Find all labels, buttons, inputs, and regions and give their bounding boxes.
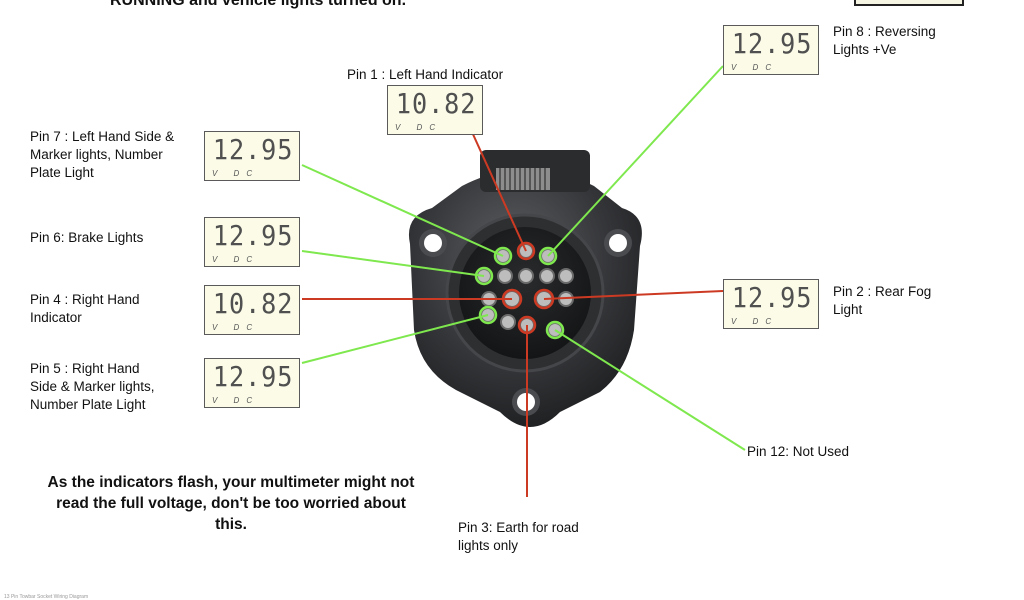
leader-pin6 — [301, 250, 485, 277]
pin2-label: Pin 2 : Rear Fog Light — [833, 284, 932, 317]
pin7-label: Pin 7 : Left Hand Side & Marker lights, … — [30, 129, 175, 180]
footer-caption: 13 Pin Towbar Socket Wiring Diagram — [4, 594, 89, 600]
contact-pin-g — [500, 314, 516, 330]
pin7-reading: 12.95 — [212, 133, 293, 166]
pin6-reading: 12.95 — [212, 219, 293, 252]
pin2-unit: V DC — [731, 317, 779, 326]
leader-pin5 — [301, 314, 489, 364]
pin4-label: Pin 4 : Right Hand Indicator — [30, 292, 140, 325]
indicator-note: As the indicators flash, your multimeter… — [47, 474, 415, 533]
pin4-unit: V DC — [212, 323, 260, 332]
pin1-meter: 10.82 V DC — [387, 85, 483, 135]
pin8-reading: 12.95 — [731, 27, 812, 60]
contact-pin-a — [497, 268, 513, 284]
ring-pin8 — [538, 246, 558, 266]
header-text: RUNNING and vehicle lights turned on. — [110, 0, 407, 9]
mount-hole-right — [604, 229, 632, 257]
pin3-label: Pin 3: Earth for road lights only — [458, 520, 579, 553]
pin8-label: Pin 8 : Reversing Lights +Ve — [833, 24, 936, 57]
leader-pin7 — [301, 164, 504, 257]
pin4-meter: 10.82 V DC — [204, 285, 300, 335]
contact-pin-c — [539, 268, 555, 284]
pin5-unit: V DC — [212, 396, 260, 405]
pin6-label: Pin 6: Brake Lights — [30, 230, 144, 245]
pin5-label: Pin 5 : Right Hand Side & Marker lights,… — [30, 361, 155, 412]
corner-box — [854, 0, 964, 6]
pin12-label: Pin 12: Not Used — [747, 444, 850, 459]
pin6-meter: 12.95 V DC — [204, 217, 300, 267]
hinge-spring — [480, 150, 590, 192]
leader-pin2 — [543, 290, 724, 300]
pin4-reading: 10.82 — [212, 287, 293, 320]
pin7-unit: V DC — [212, 169, 260, 178]
pin8-meter: 12.95 V DC — [723, 25, 819, 75]
contact-pin-d — [558, 268, 574, 284]
ring-pin12 — [545, 320, 565, 340]
pin7-meter: 12.95 V DC — [204, 131, 300, 181]
contact-pin-b — [518, 268, 534, 284]
pin1-label: Pin 1 : Left Hand Indicator — [347, 67, 504, 82]
pin6-unit: V DC — [212, 255, 260, 264]
pin2-meter: 12.95 V DC — [723, 279, 819, 329]
leader-pin8 — [547, 65, 724, 257]
ring-pin5 — [478, 305, 498, 325]
mount-hole-left — [419, 229, 447, 257]
ring-pin6 — [474, 266, 494, 286]
pin5-reading: 12.95 — [212, 360, 293, 393]
ring-pin7 — [493, 246, 513, 266]
pin1-reading: 10.82 — [395, 87, 476, 120]
pin5-meter: 12.95 V DC — [204, 358, 300, 408]
pin8-unit: V DC — [731, 63, 779, 72]
leader-pin12 — [554, 329, 746, 451]
pin1-unit: V DC — [395, 123, 443, 132]
pin2-reading: 12.95 — [731, 281, 812, 314]
ring-pin1 — [516, 241, 536, 261]
